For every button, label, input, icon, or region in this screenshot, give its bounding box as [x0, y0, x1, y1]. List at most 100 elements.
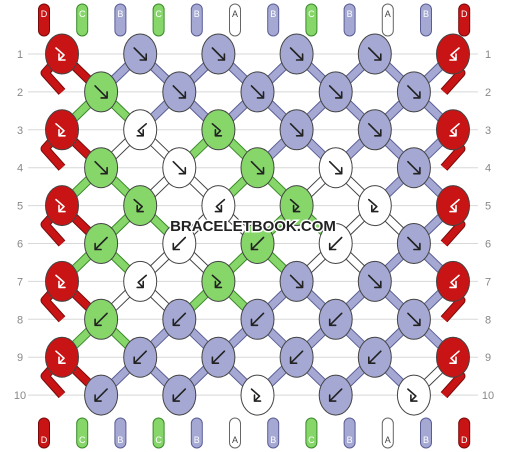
- bottom-string: [190, 417, 203, 449]
- top-string-label: C: [79, 9, 86, 19]
- bottom-string: [305, 417, 318, 449]
- top-string-label: C: [155, 9, 162, 19]
- knot: [162, 298, 197, 340]
- knot-arrow-icon: [368, 198, 379, 213]
- knot-arrow-icon: [449, 350, 460, 364]
- knot: [45, 185, 79, 227]
- knot-arrow-icon: [449, 274, 460, 289]
- knot: [396, 298, 431, 340]
- knot-arrow-icon: [94, 85, 108, 99]
- bottom-string-label: B: [270, 435, 276, 445]
- knot-arrow-icon: [211, 350, 226, 364]
- row-number-left: 1: [17, 49, 23, 61]
- bottom-string: [343, 417, 356, 449]
- row-number-right: 10: [482, 390, 494, 402]
- knot-arrow-icon: [250, 388, 262, 402]
- top-string: [458, 3, 471, 37]
- top-string: [381, 3, 394, 37]
- bottom-string: [114, 417, 127, 449]
- top-string-label: B: [117, 9, 123, 19]
- bottom-string: [458, 417, 471, 449]
- knot: [318, 147, 353, 189]
- top-string: [420, 3, 432, 37]
- row-number-right: 7: [485, 276, 491, 288]
- knot-arrow-icon: [211, 274, 223, 289]
- row-number-right: 6: [485, 239, 491, 251]
- knot: [396, 223, 431, 264]
- bottom-string-label: C: [308, 435, 315, 445]
- knot-arrow-icon: [211, 47, 226, 61]
- knot-arrow-icon: [55, 198, 66, 213]
- knot-arrow-icon: [368, 274, 382, 289]
- knot: [45, 260, 79, 302]
- knot-arrow-icon: [94, 236, 108, 251]
- knot: [357, 109, 392, 151]
- bottom-string-label: A: [385, 435, 391, 445]
- bottom-string: [420, 417, 432, 449]
- bottom-string-label: D: [41, 435, 48, 445]
- knot-arrow-icon: [328, 312, 343, 327]
- knot: [436, 260, 470, 302]
- bottom-string-label: C: [155, 435, 162, 445]
- knot: [357, 33, 392, 75]
- row-number-left: 2: [17, 87, 23, 99]
- top-string: [152, 3, 165, 37]
- knot: [396, 71, 431, 113]
- knot-arrow-icon: [328, 388, 343, 402]
- knot-arrow-icon: [214, 198, 226, 213]
- knot: [318, 374, 353, 416]
- knot: [279, 260, 314, 302]
- knot: [201, 109, 236, 151]
- row-number-right: 3: [485, 125, 491, 137]
- knot: [318, 298, 353, 340]
- knot-arrow-icon: [407, 388, 418, 402]
- watermark: BRACELETBOOK.COM: [170, 218, 336, 235]
- top-string-label: A: [232, 9, 238, 19]
- knot: [162, 223, 197, 264]
- top-string: [190, 3, 203, 37]
- knot-arrow-icon: [136, 274, 147, 289]
- knot: [357, 185, 392, 227]
- knot-arrow-icon: [250, 85, 265, 99]
- knot: [162, 147, 197, 189]
- knot-arrow-icon: [55, 123, 66, 137]
- knot-arrow-icon: [368, 123, 382, 137]
- knot-arrow-icon: [172, 236, 187, 251]
- bottom-string-label: B: [423, 435, 429, 445]
- knot: [45, 109, 79, 151]
- top-string-label: C: [308, 9, 315, 19]
- knot: [201, 33, 236, 75]
- knot: [123, 185, 158, 227]
- knot: [84, 223, 119, 264]
- bottom-string-label: A: [232, 435, 238, 445]
- knot: [162, 374, 197, 416]
- knot: [84, 147, 119, 189]
- knot: [240, 374, 275, 416]
- knot: [318, 71, 353, 113]
- bottom-string: [76, 417, 89, 449]
- knot-arrow-icon: [289, 274, 304, 289]
- knot-arrow-icon: [289, 47, 304, 61]
- knot-arrow-icon: [94, 312, 108, 327]
- row-number-right: 1: [485, 49, 491, 61]
- knot-arrow-icon: [94, 160, 108, 175]
- knot-arrow-icon: [250, 236, 265, 251]
- knot-arrow-icon: [449, 123, 460, 137]
- knot-arrow-icon: [449, 198, 460, 213]
- knot: [436, 336, 470, 378]
- top-string: [305, 3, 318, 37]
- knot: [45, 33, 79, 75]
- knot: [279, 185, 314, 227]
- knot: [201, 336, 236, 378]
- knot: [240, 71, 275, 113]
- top-string-label: B: [347, 9, 353, 19]
- knot-arrow-icon: [289, 350, 304, 364]
- row-number-left: 9: [17, 352, 23, 364]
- knot: [396, 374, 431, 416]
- knot-arrow-icon: [133, 350, 147, 364]
- bottom-string-label: D: [461, 435, 468, 445]
